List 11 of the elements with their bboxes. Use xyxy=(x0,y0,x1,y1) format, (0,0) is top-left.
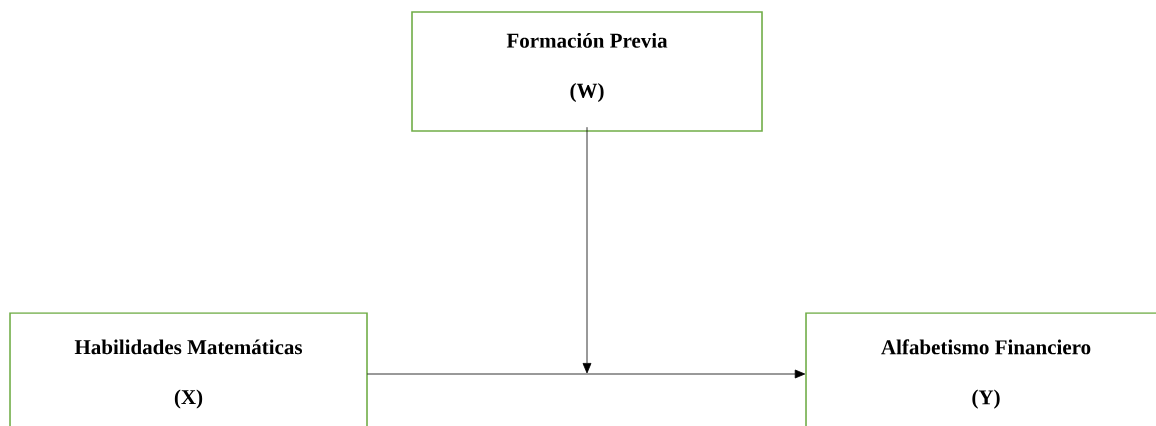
box xyxy=(411,11,763,132)
box-text: Formación Previa xyxy=(506,33,668,48)
arrow xyxy=(366,369,806,379)
box-text: (W) xyxy=(570,83,604,103)
box xyxy=(9,312,368,426)
box-text: Alfabetismo Financiero xyxy=(881,339,1091,355)
box-text: (X) xyxy=(174,389,203,409)
box xyxy=(805,312,1156,426)
box-text: (Y) xyxy=(972,389,1000,409)
box-text: Habilidades Matemáticas xyxy=(74,339,303,355)
arrow xyxy=(582,126,592,374)
